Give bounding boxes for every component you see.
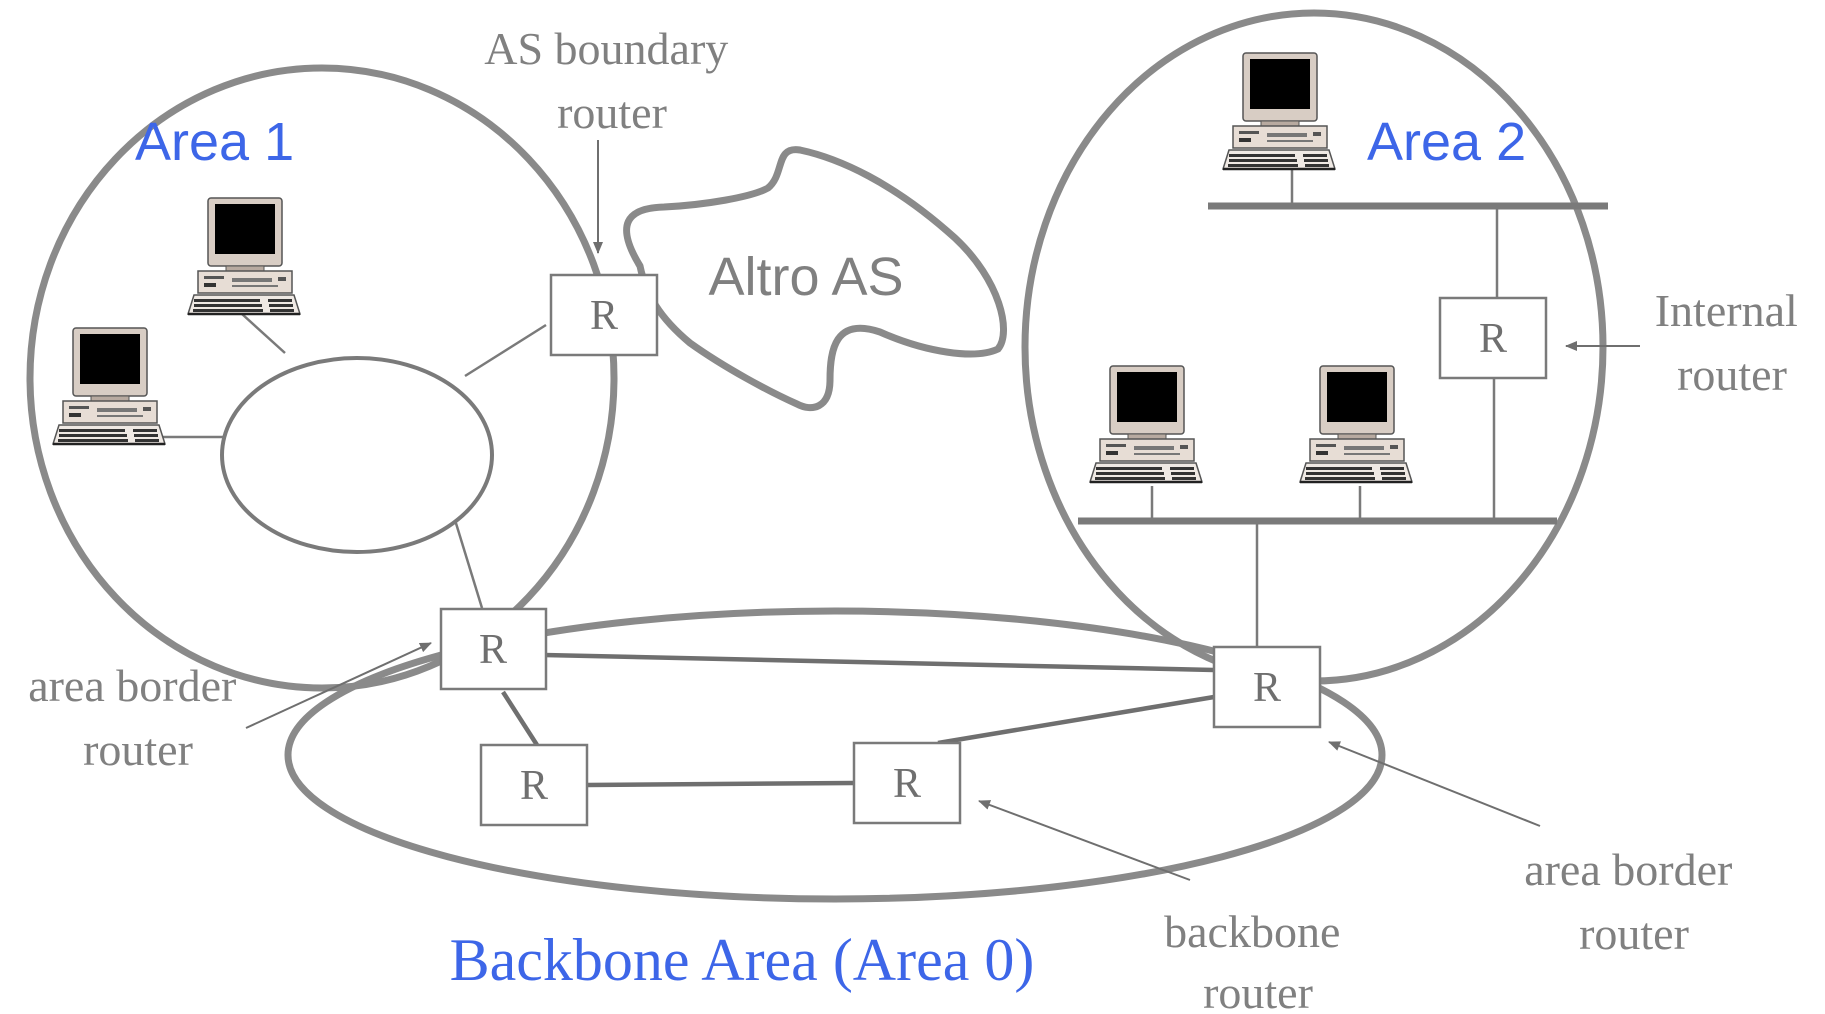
desktop-computer-icon xyxy=(186,196,302,316)
router-symbol: R xyxy=(520,763,548,809)
altro-as-label: Altro AS xyxy=(708,247,903,307)
right-abr-pointer-arrow xyxy=(1328,741,1541,827)
backbone-link xyxy=(937,694,1215,746)
desktop-computer-icon xyxy=(51,326,167,446)
router-symbol: R xyxy=(479,627,507,673)
area-2-border-router: R xyxy=(1212,645,1322,729)
router-symbol: R xyxy=(1479,316,1507,362)
backbone-router-left: R xyxy=(479,743,589,827)
area-1-lan-ring xyxy=(220,356,494,554)
backbone-router-pointer-arrow xyxy=(978,800,1191,881)
left-area-border-router-label: area border router xyxy=(28,660,248,775)
router-symbol: R xyxy=(1253,665,1281,711)
backbone-link xyxy=(543,652,1215,673)
altro-as-cloud xyxy=(623,146,1008,412)
backbone-link xyxy=(501,690,539,747)
backbone-area-title: Backbone Area (Area 0) xyxy=(450,927,1035,993)
lan-link-pc1 xyxy=(241,313,286,354)
left-abr-pointer-arrow xyxy=(245,642,432,729)
desktop-computer-icon xyxy=(1088,364,1204,484)
backbone-area-region xyxy=(284,607,1386,903)
backbone-router: R xyxy=(852,741,962,825)
internal-router-label: Internal router xyxy=(1655,285,1810,400)
area-2-title: Area 2 xyxy=(1367,112,1526,172)
desktop-computer-icon xyxy=(1298,364,1414,484)
abr-lan-link xyxy=(453,519,484,609)
backbone-link xyxy=(586,780,854,788)
backbone-router-label: backbone router xyxy=(1164,906,1352,1014)
desktop-computer-icon xyxy=(1221,51,1337,171)
router-symbol: R xyxy=(590,293,618,339)
router-symbol: R xyxy=(893,761,921,807)
internal-router: R xyxy=(1438,296,1548,380)
as-boundary-router: R xyxy=(549,273,659,357)
area-1-border-router: R xyxy=(439,607,548,691)
area-1-region xyxy=(26,64,618,692)
as-boundary-router-label: AS boundary router xyxy=(484,23,740,138)
right-area-border-router-label: area border router xyxy=(1524,844,1744,959)
asbr-lan-link xyxy=(464,323,547,378)
area-1-title: Area 1 xyxy=(135,112,294,172)
